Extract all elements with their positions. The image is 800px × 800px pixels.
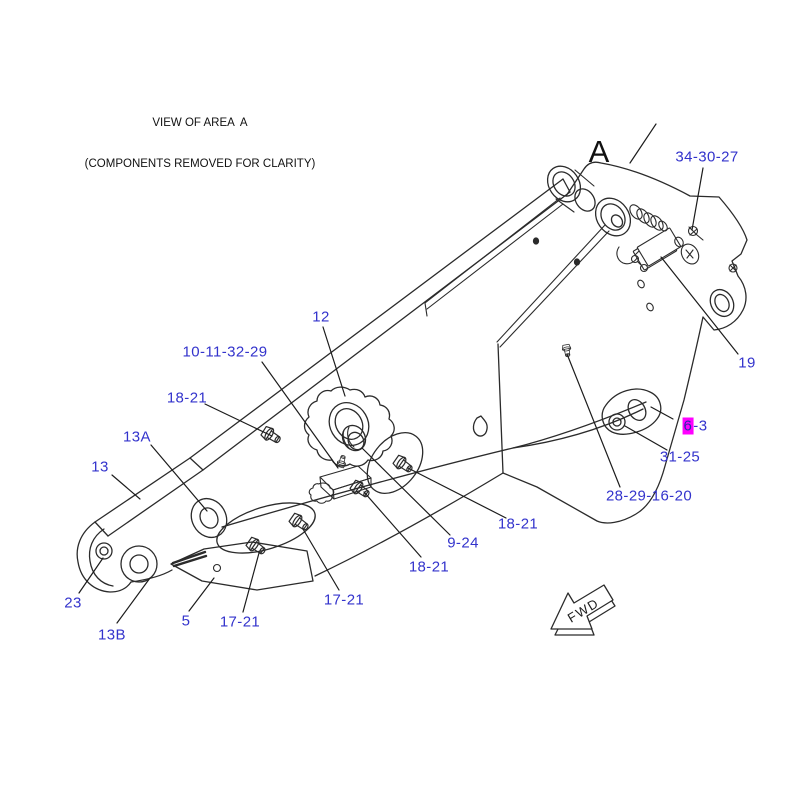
- bolt-17-21-left: [244, 535, 269, 559]
- callout-10-11-32-29[interactable]: 10-11-32-29: [182, 343, 268, 361]
- callout-9-24[interactable]: 9-24: [447, 534, 479, 552]
- callout-18-21-cover[interactable]: 18-21: [497, 515, 539, 533]
- callout-31-25[interactable]: 31-25: [659, 448, 701, 466]
- callout-19[interactable]: 19: [738, 354, 756, 372]
- callout-13A[interactable]: 13A: [123, 428, 151, 446]
- callout-17-21-left[interactable]: 17-21: [219, 613, 261, 631]
- callout-13[interactable]: 13: [91, 458, 109, 476]
- grease-block: [308, 454, 372, 504]
- callout-6-3-rest[interactable]: -3: [693, 417, 708, 435]
- callout-18-21-mid[interactable]: 18-21: [408, 558, 450, 576]
- boss-13A: [190, 497, 228, 539]
- callout-12[interactable]: 12: [312, 308, 330, 326]
- boom-body: [76, 178, 647, 593]
- callout-6-3-highlight[interactable]: 6: [682, 417, 694, 435]
- area-a-pointer: [629, 123, 657, 164]
- callout-23[interactable]: 23: [64, 594, 82, 612]
- cover-plate-lower: [216, 502, 316, 554]
- boss-12-assembly: [303, 386, 395, 467]
- bolt-18-21-cover: [391, 453, 416, 477]
- callout-6-3[interactable]: 6-3: [682, 417, 708, 435]
- callout-13B[interactable]: 13B: [98, 626, 126, 644]
- pivot-bosses: [546, 165, 668, 237]
- link-lug: [601, 388, 662, 435]
- bracket-5: [170, 541, 314, 591]
- view-title: VIEW OF AREA A (COMPONENTS REMOVED FOR C…: [85, 90, 316, 185]
- pin-hole-23: [95, 542, 113, 560]
- view-title-line2: (COMPONENTS REMOVED FOR CLARITY): [84, 157, 316, 170]
- callout-18-21-top[interactable]: 18-21: [166, 389, 208, 407]
- boom-foot: [502, 161, 748, 524]
- tie-rods: [424, 197, 610, 348]
- callout-17-21-right[interactable]: 17-21: [323, 591, 365, 609]
- serial-plate: [632, 227, 682, 271]
- fwd-arrow: FWD: [550, 584, 616, 636]
- bolt-17-21-right: [287, 511, 312, 535]
- area-a-label: A: [588, 134, 610, 169]
- cover-plate-upper: [366, 432, 424, 494]
- callout-28-29-16-20[interactable]: 28-29-16-20: [605, 487, 693, 505]
- callout-34-30-27[interactable]: 34-30-27: [675, 148, 739, 166]
- leader-lines: [78, 167, 739, 624]
- foot-hardware: [616, 225, 738, 273]
- view-title-line1: VIEW OF AREA A: [152, 116, 248, 129]
- boss-13B: [120, 545, 158, 583]
- callout-5[interactable]: 5: [181, 612, 191, 630]
